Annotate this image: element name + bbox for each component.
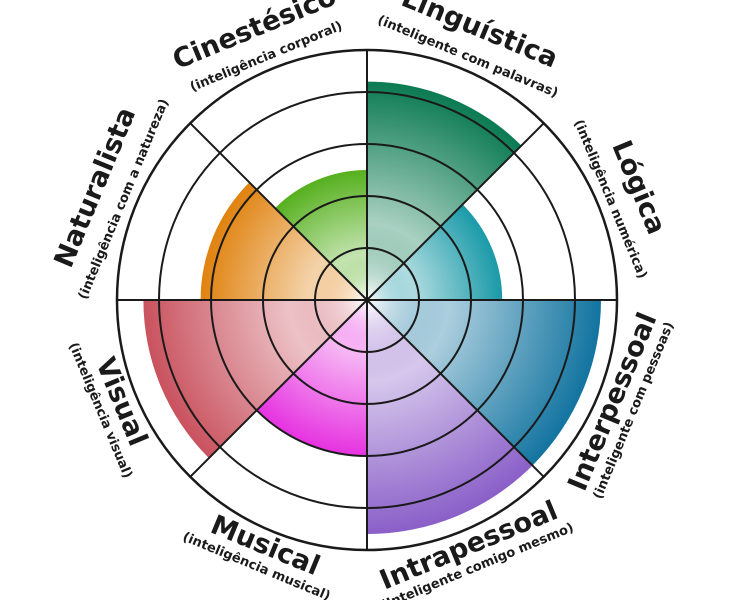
sector-fills [143, 81, 601, 534]
sector-fill-musical [256, 300, 367, 456]
sector-divider [366, 299, 545, 478]
sector-divider [189, 122, 368, 301]
sector-fill-visual [143, 300, 367, 459]
sector-fill-interpessoal [367, 300, 601, 466]
sector-fill-cinestesico [275, 170, 367, 300]
sector-fill-intrapessoal [367, 300, 533, 534]
sector-divider [189, 299, 368, 478]
sector-fill-linguistica [367, 81, 522, 300]
sector-divider [366, 122, 545, 301]
sector-fill-naturalista [200, 182, 367, 300]
wheel-grid [115, 48, 619, 552]
